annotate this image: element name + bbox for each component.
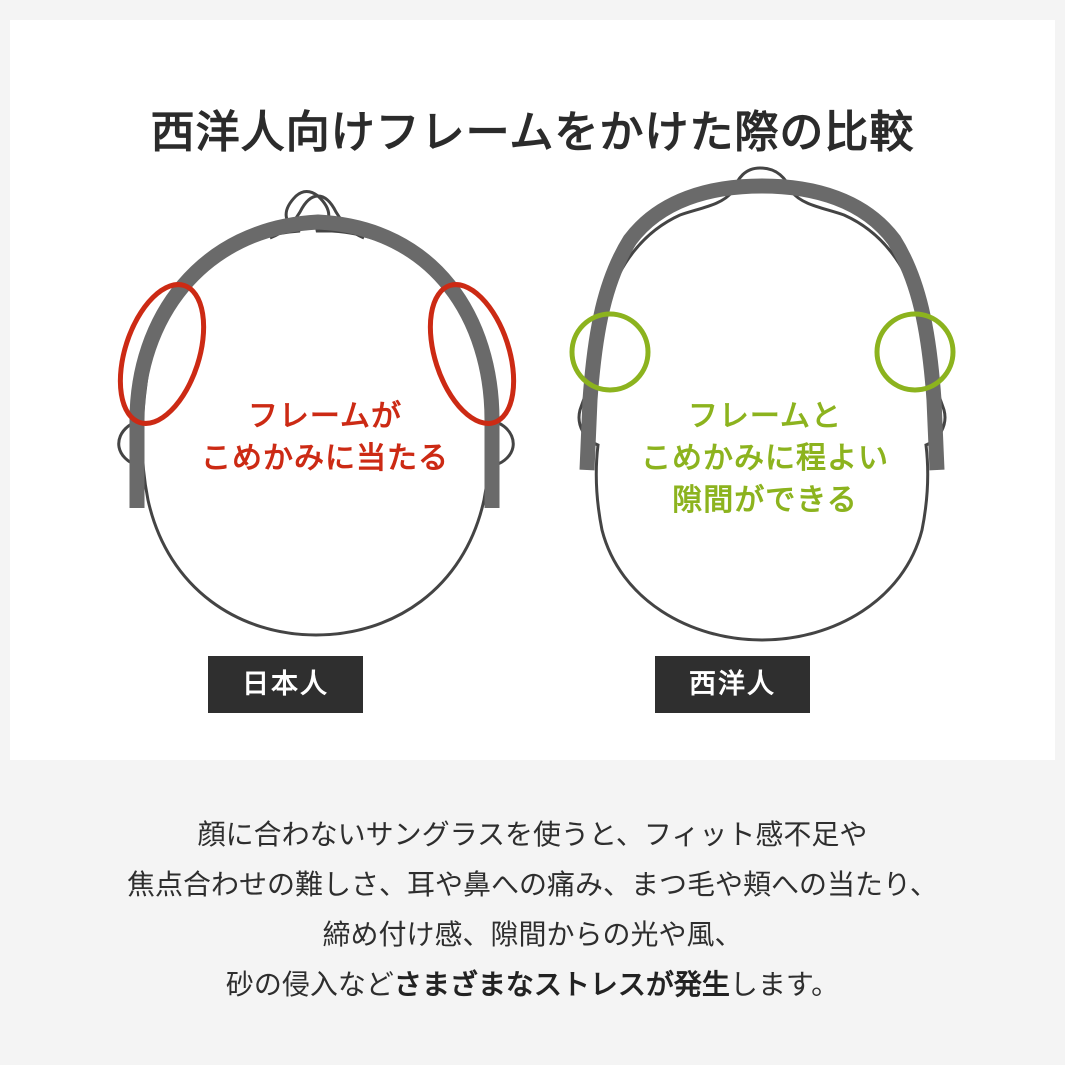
description-line-4: 砂の侵入などさまざまなストレスが発生します。: [0, 960, 1065, 1010]
head-comparison-diagram: [117, 166, 956, 642]
western-head-illustration: [569, 166, 956, 642]
description-line-2: 焦点合わせの難しさ、耳や鼻への痛み、まつ毛や頬への当たり、: [127, 868, 938, 901]
description-line-3: 締め付け感、隙間からの光や風、: [322, 918, 743, 951]
japanese-label: 日本人: [208, 656, 363, 713]
western-temple-gap-marker-left: [569, 311, 651, 393]
western-callout-line-2: こめかみに程よい: [641, 441, 889, 476]
western-label: 西洋人: [655, 656, 810, 713]
page-title: 西洋人向けフレームをかけた際の比較: [150, 107, 915, 159]
japanese-callout-line-1: フレームが: [247, 399, 403, 434]
western-frame: [579, 178, 945, 471]
western-callout: フレームと こめかみに程よい 隙間ができる: [600, 396, 930, 522]
description-line-1: 顔に合わないサングラスを使うと、フィット感不足や: [197, 818, 868, 851]
description-line-4-prefix: 砂の侵入など: [225, 968, 394, 1001]
japanese-temple-contact-marker-left: [117, 282, 207, 426]
japanese-head-illustration: [117, 190, 517, 637]
japanese-callout: フレームが こめかみに当たる: [170, 396, 480, 480]
japanese-callout-line-2: こめかみに当たる: [201, 441, 449, 476]
western-callout-line-1: フレームと: [687, 399, 843, 434]
western-callout-line-3: 隙間ができる: [672, 483, 858, 518]
japanese-frame: [129, 214, 500, 508]
description-emphasis: さまざまなストレスが発生: [393, 968, 730, 1001]
western-temple-gap-marker-right: [874, 311, 956, 393]
description-text: 顔に合わないサングラスを使うと、フィット感不足や 焦点合わせの難しさ、耳や鼻への…: [0, 810, 1065, 1010]
description-line-4-suffix: します。: [729, 968, 840, 1001]
japanese-temple-contact-marker-right: [427, 282, 517, 426]
